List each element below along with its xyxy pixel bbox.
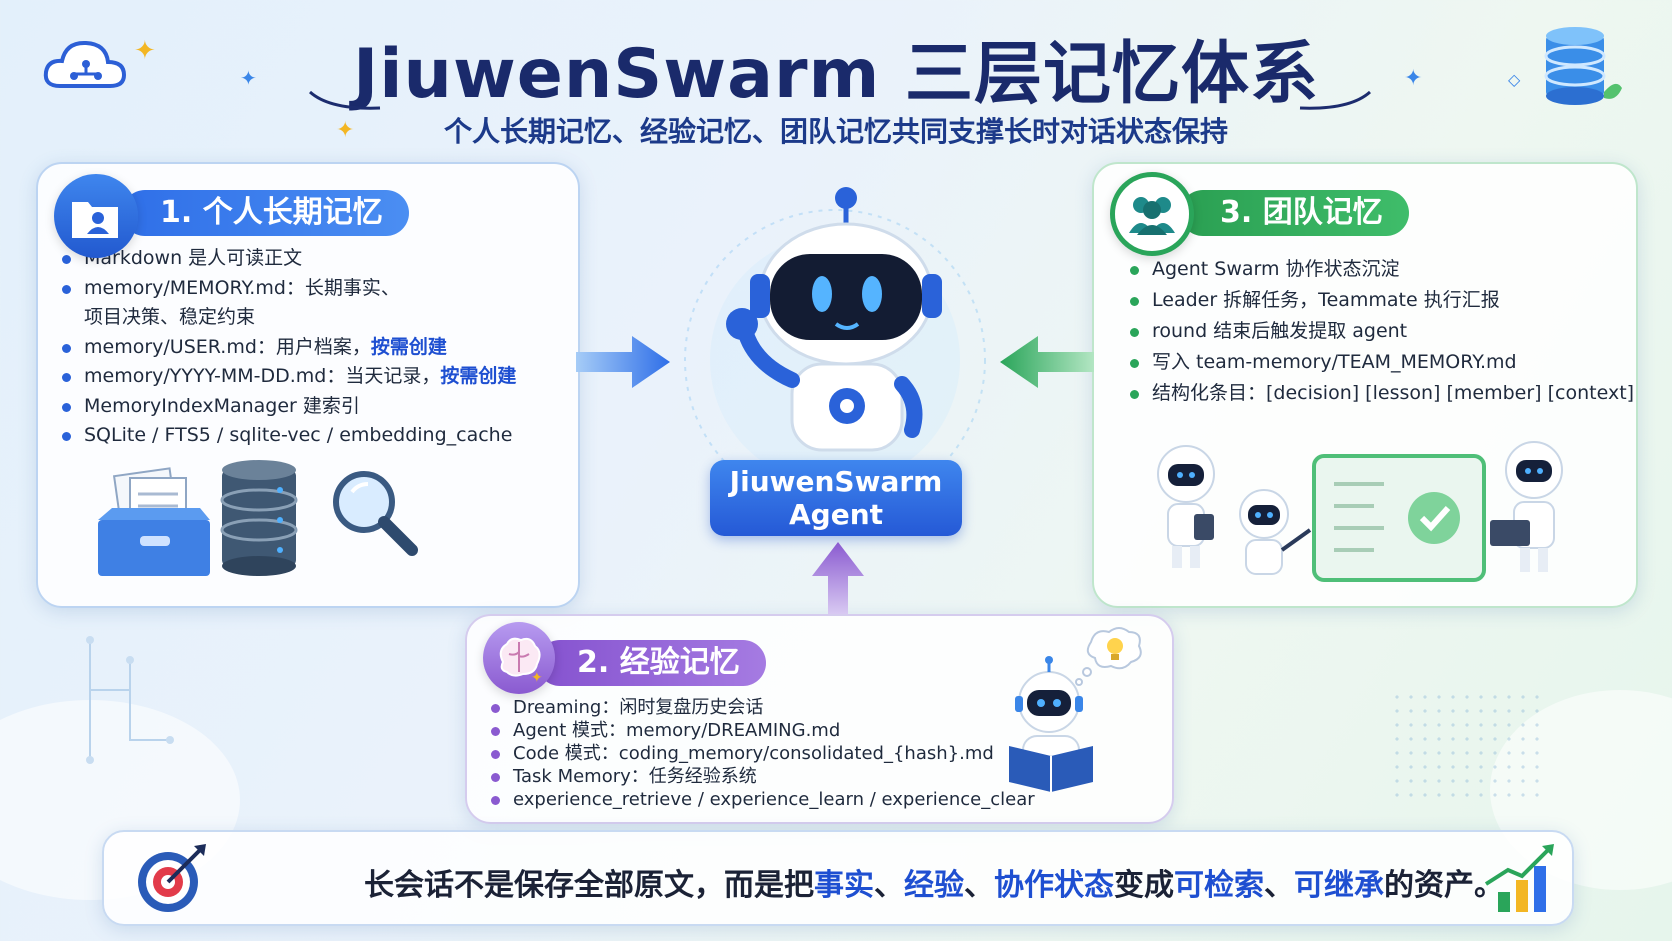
target-icon: [138, 844, 206, 912]
growth-chart-icon: [1484, 844, 1554, 912]
agent-label-line2: Agent: [788, 498, 884, 531]
database-stack-icon: [1544, 27, 1622, 105]
bg-dot-grid: [1390, 690, 1540, 800]
lightbulb-icon: [1107, 638, 1123, 660]
list-item: Agent Swarm 协作状态沉淀: [1130, 254, 1634, 285]
user-folder-badge: [54, 174, 138, 258]
personal-memory-panel: 1. 个人长期记忆 Markdown 是人可读正文 memory/MEMORY.…: [36, 162, 580, 608]
page-title: JiuwenSwarm 三层记忆体系: [352, 35, 1320, 114]
summary-text: 长会话不是保存全部原文，而是把事实、经验、协作状态变成可检索、可继承的资产。: [364, 868, 1504, 903]
sparkle-icon: ✦: [240, 66, 257, 90]
team-memory-list: Agent Swarm 协作状态沉淀 Leader 拆解任务，Teammate …: [1130, 254, 1634, 409]
list-item: Task Memory：任务经验系统: [491, 765, 1035, 788]
list-item: 结构化条目：[decision] [lesson] [member] [cont…: [1130, 378, 1634, 409]
experience-memory-list: Dreaming：闲时复盘历史会话 Agent 模式：memory/DREAMI…: [491, 696, 1035, 811]
arrow-right-icon: [576, 336, 670, 388]
team-icon: [1129, 197, 1175, 235]
list-item: memory/USER.md：用户档案，按需创建: [62, 333, 516, 363]
arrow-up-icon: [812, 542, 864, 614]
page-subtitle: 个人长期记忆、经验记忆、团队记忆共同支撑长时对话状态保持: [443, 115, 1228, 148]
agent-label-line1: JiuwenSwarm: [729, 465, 943, 498]
experience-memory-title: 2. 经验记忆: [537, 640, 766, 686]
list-item: Markdown 是人可读正文: [62, 244, 516, 274]
list-item: round 结束后触发提取 agent: [1130, 316, 1634, 347]
magnifier-icon: [333, 471, 418, 556]
list-item: experience_retrieve / experience_learn /…: [491, 788, 1035, 811]
sparkle-icon: ✦: [1404, 66, 1423, 91]
agent-label: JiuwenSwarm Agent: [710, 460, 962, 536]
diamond-icon: ◇: [1508, 70, 1521, 89]
list-item: MemoryIndexManager 建索引: [62, 392, 516, 422]
list-item: 写入 team-memory/TEAM_MEMORY.md: [1130, 347, 1634, 378]
cloud-network-icon: [43, 40, 127, 88]
list-item: Code 模式：coding_memory/consolidated_{hash…: [491, 742, 1035, 765]
list-item: memory/YYYY-MM-DD.md：当天记录，按需创建: [62, 362, 516, 392]
experience-memory-panel: ✦ 2. 经验记忆 Dreaming：闲时复盘历史会话 Agent 模式：mem…: [465, 614, 1174, 824]
reading-robot-illustration: [1009, 627, 1142, 792]
server-icon: [220, 460, 298, 576]
user-folder-icon: [72, 202, 118, 238]
list-item: 项目决策、稳定约束: [84, 306, 256, 328]
team-badge: [1110, 172, 1194, 256]
list-item: Leader 拆解任务，Teammate 执行汇报: [1130, 285, 1634, 316]
team-memory-title: 3. 团队记忆: [1180, 190, 1409, 236]
team-robots-illustration: [1157, 441, 1563, 582]
list-item: Agent 模式：memory/DREAMING.md: [491, 719, 1035, 742]
bg-network-lines: [86, 636, 174, 764]
summary-bar: 长会话不是保存全部原文，而是把事实、经验、协作状态变成可检索、可继承的资产。: [102, 830, 1574, 926]
list-item: Dreaming：闲时复盘历史会话: [491, 696, 1035, 719]
brain-icon: ✦: [499, 637, 543, 686]
personal-memory-list: Markdown 是人可读正文 memory/MEMORY.md：长期事实、 项…: [62, 244, 516, 451]
sparkle-icon: ✦: [134, 36, 156, 66]
personal-memory-title: 1. 个人长期记忆: [122, 190, 409, 236]
title-underline-arc: [308, 90, 1372, 110]
robot-icon: [726, 187, 942, 452]
sparkle-icon: ✦: [336, 118, 355, 143]
team-memory-panel: 3. 团队记忆 Agent Swarm 协作状态沉淀 Leader 拆解任务，T…: [1092, 162, 1638, 608]
list-item: memory/MEMORY.md：长期事实、: [62, 274, 516, 304]
brain-badge: ✦: [483, 622, 555, 694]
arrow-left-icon: [1000, 336, 1094, 388]
list-item: SQLite / FTS5 / sqlite-vec / embedding_c…: [62, 421, 516, 451]
file-cabinet-icon: [98, 467, 210, 576]
svg-text:✦: ✦: [531, 670, 543, 686]
